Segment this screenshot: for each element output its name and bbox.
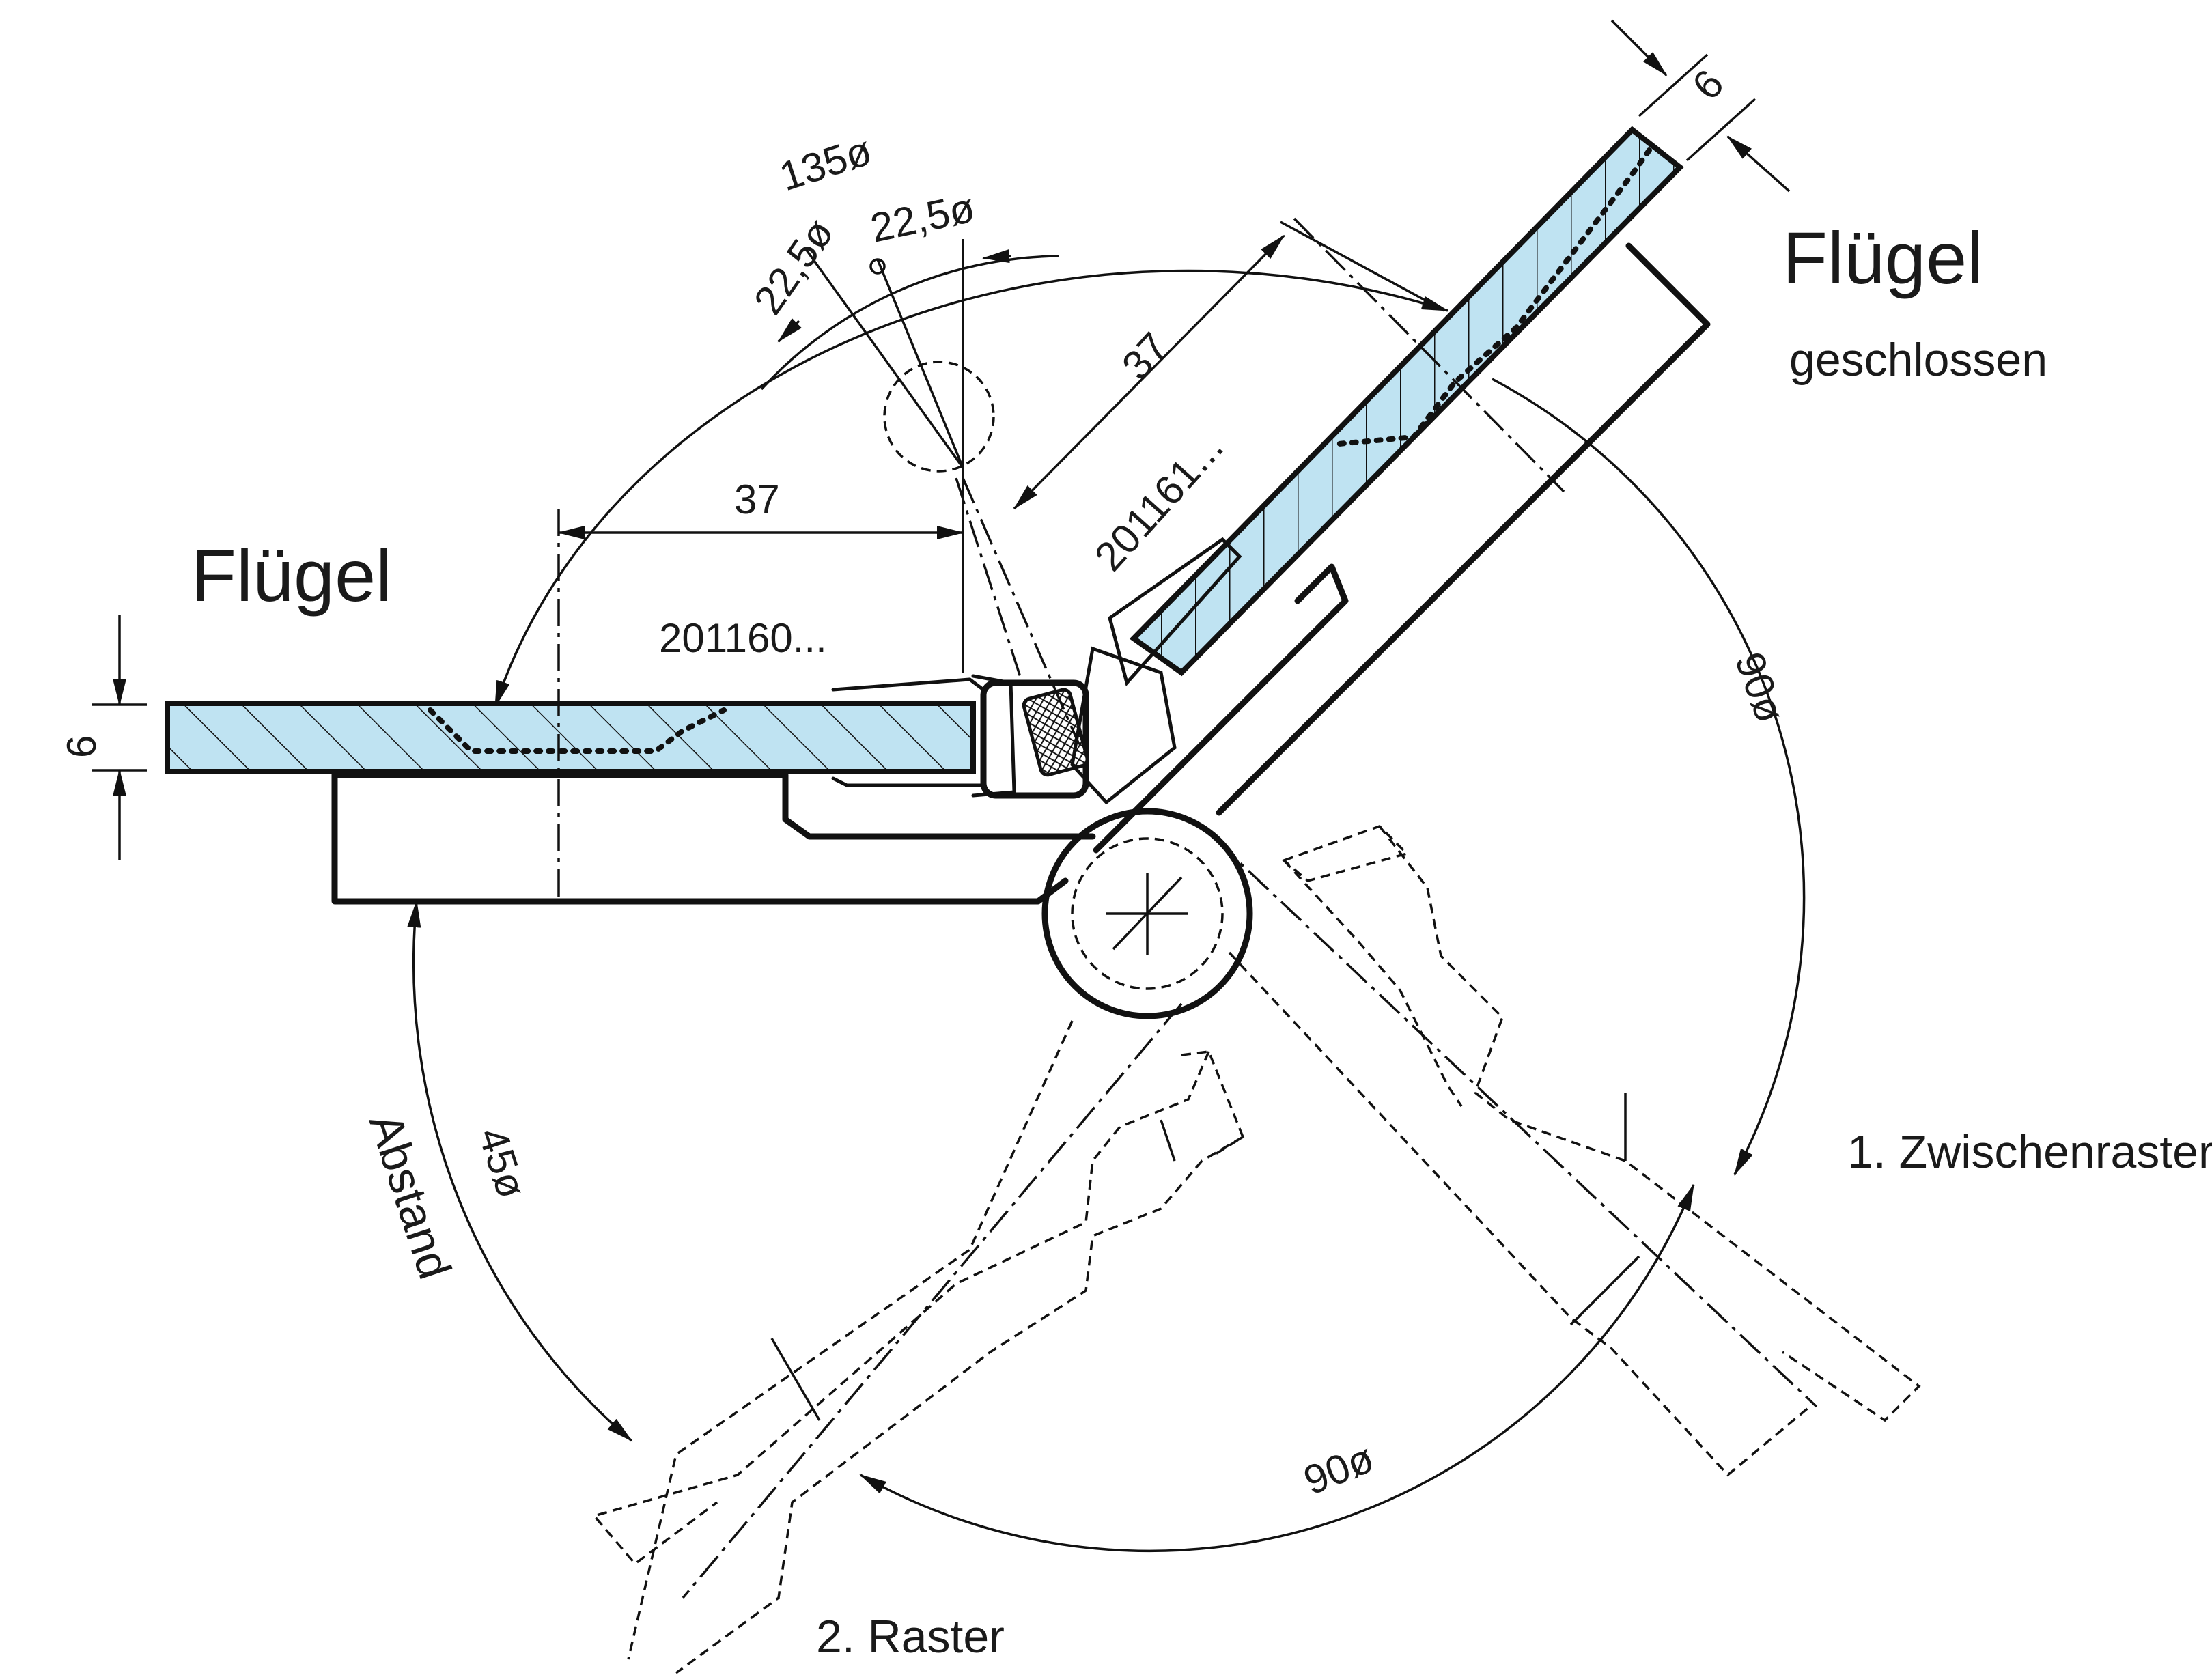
right-glass-pane [1129,126,1684,677]
dim-22-5-a: 22,5ø [745,210,843,322]
dim-37-diagonal: 37 [1113,324,1177,388]
dim-135: 135ø [774,127,877,199]
part-number-right: 201161... [1086,424,1232,579]
arc-90-right-dimension [1492,378,1806,1176]
label-geschlossen: geschlossen [1789,334,2047,386]
dim-90-bottom: 90ø [1298,1435,1380,1504]
arc-45-dimension [407,900,633,1442]
dim-6-right: 6 [1683,61,1733,109]
ghost-position-zwischenraster [1214,824,1921,1477]
left-glass-pane [165,701,976,774]
dim-22-5-b: 22,5ø [867,184,979,251]
label-abstand: Abstand [359,1107,461,1285]
left-hinge-body [331,509,1096,905]
label-fluegel-left: Flügel [191,534,392,617]
part-number-left: 201160... [659,615,827,661]
right-hinge-body [955,217,1711,854]
dim-90-right: 90ø [1726,647,1793,729]
dimension-6-right [1610,19,1791,193]
label-zwischenraster: 1. Zwischenraster [1847,1126,2212,1178]
dimension-6-left [92,615,147,860]
hinge-pivot-barrel [1041,808,1253,1019]
label-fluegel-right: Flügel [1782,216,1983,299]
dim-45: 45ø [470,1122,535,1203]
label-raster: 2. Raster [816,1611,1005,1663]
arc-22-5-dimension [760,239,1059,673]
ghost-position-raster [591,1002,1245,1674]
dimension-37-diagonal [1013,221,1445,510]
pivot-reference-circle [883,361,995,473]
arc-90-bottom-dimension [859,1183,1695,1553]
dim-6-left: 6 [59,735,104,758]
dim-37-horizontal: 37 [734,477,780,522]
